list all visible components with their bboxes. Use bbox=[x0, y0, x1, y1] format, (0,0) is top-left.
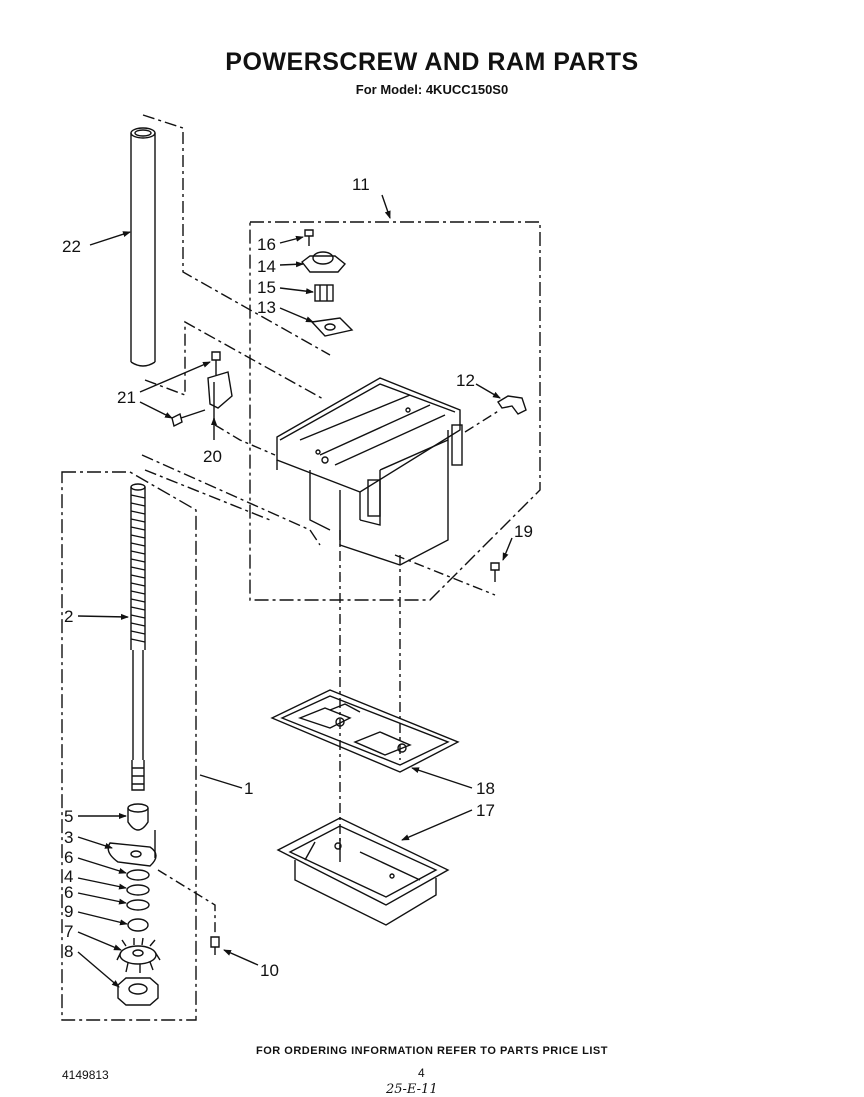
ordering-info-note: FOR ORDERING INFORMATION REFER TO PARTS … bbox=[256, 1045, 608, 1057]
document-number: 4149813 bbox=[62, 1068, 109, 1082]
washer-6-upper bbox=[126, 869, 150, 881]
washer-6-lower bbox=[126, 899, 150, 911]
callout-12: 12 bbox=[456, 371, 475, 390]
screw-19 bbox=[490, 562, 500, 582]
bearing-bracket bbox=[107, 830, 157, 867]
powerscrew bbox=[130, 483, 146, 791]
ram-housing bbox=[276, 377, 463, 566]
assembly-1-boundary bbox=[61, 471, 197, 1021]
callout-7: 7 bbox=[64, 922, 73, 941]
page-number: 4 bbox=[418, 1066, 425, 1080]
drip-tray-17 bbox=[276, 817, 450, 926]
bushing bbox=[127, 803, 149, 831]
callout-20: 20 bbox=[203, 447, 222, 466]
callout-11: 11 bbox=[352, 175, 370, 194]
callout-6-lower: 6 bbox=[64, 883, 73, 902]
callout-22: 22 bbox=[62, 237, 81, 256]
screw-10 bbox=[210, 936, 220, 955]
assembly-11-boundary bbox=[249, 221, 541, 601]
gasket-18 bbox=[270, 689, 460, 773]
ram-tube bbox=[130, 127, 156, 367]
washer-9 bbox=[127, 918, 149, 932]
handwritten-date: 25-E-11 bbox=[386, 1082, 438, 1097]
clip-12 bbox=[497, 395, 527, 415]
callout-15: 15 bbox=[257, 278, 276, 297]
callout-5: 5 bbox=[64, 807, 73, 826]
callout-17: 17 bbox=[476, 801, 495, 820]
callout-13: 13 bbox=[257, 298, 276, 317]
callout-6-upper: 6 bbox=[64, 848, 73, 867]
callout-8: 8 bbox=[64, 942, 73, 961]
sprocket bbox=[116, 937, 161, 973]
callout-2: 2 bbox=[64, 607, 73, 626]
switch-actuator-15 bbox=[314, 284, 334, 302]
callout-14: 14 bbox=[257, 257, 276, 276]
hex-nut bbox=[117, 977, 159, 1006]
page-title: POWERSCREW AND RAM PARTS bbox=[225, 48, 639, 76]
washer-4 bbox=[126, 884, 150, 896]
screw-21-lower bbox=[171, 409, 206, 428]
switch-plate-13 bbox=[310, 317, 354, 337]
switch-cover-14 bbox=[301, 251, 347, 273]
callout-4: 4 bbox=[64, 867, 73, 886]
callout-19: 19 bbox=[514, 522, 533, 541]
model-subtitle: For Model: 4KUCC150S0 bbox=[355, 82, 509, 97]
callout-21: 21 bbox=[117, 388, 136, 407]
callout-1: 1 bbox=[244, 779, 253, 798]
mounting-bracket-20 bbox=[207, 371, 233, 420]
screw-16 bbox=[304, 229, 314, 246]
screw-21-upper bbox=[211, 351, 221, 375]
callout-10: 10 bbox=[260, 961, 279, 980]
callout-9: 9 bbox=[64, 902, 73, 921]
callout-3: 3 bbox=[64, 828, 73, 847]
callout-16: 16 bbox=[257, 235, 276, 254]
callout-18: 18 bbox=[476, 779, 495, 798]
